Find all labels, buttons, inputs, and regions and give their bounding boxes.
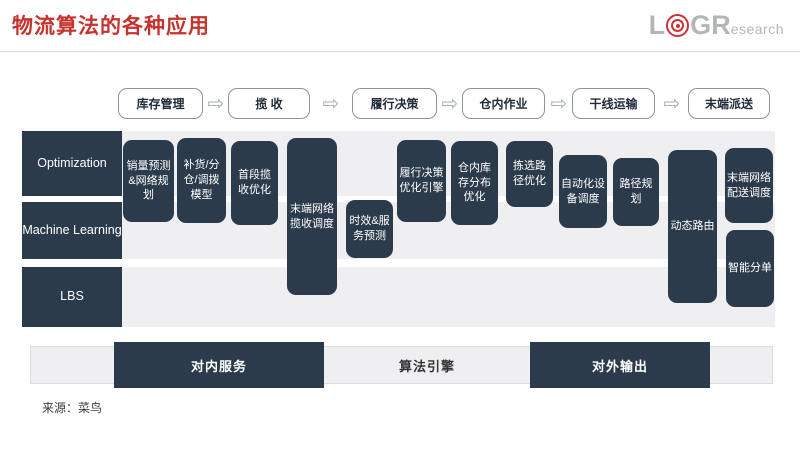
algo-box-dynamic-routing: 动态路由	[668, 150, 717, 303]
algo-box-automation-schedule: 自动化设备调度	[559, 155, 607, 228]
right-arrow-icon: ⇨	[441, 92, 459, 115]
algo-box-service-prediction: 时效&服务预测	[346, 200, 393, 258]
flow-step-fulfillment: 履行决策	[352, 88, 437, 119]
logresearch-logo: L G R esearch	[649, 12, 784, 39]
algo-box-picking-path: 拣选路径优化	[506, 141, 553, 207]
segment-algorithm-engine: 算法引擎	[398, 358, 455, 374]
segment-external-output: 对外输出	[530, 342, 710, 388]
algo-box-firstmile-pickup: 首段揽收优化	[231, 141, 278, 225]
right-arrow-icon: ⇨	[550, 92, 568, 115]
row-label-lbs: LBS	[22, 267, 122, 327]
logo-letter-l: L	[648, 10, 666, 40]
algo-box-sales-forecast: 销量预测&网络规划	[123, 140, 174, 222]
right-arrow-icon: ⇨	[207, 92, 225, 115]
flow-step-lastmile: 末端派送	[688, 88, 770, 119]
header-divider	[0, 51, 800, 52]
algo-box-fulfillment-engine: 履行决策优化引擎	[397, 140, 446, 222]
page-title: 物流算法的各种应用	[12, 15, 210, 38]
source-note: 来源：菜鸟	[42, 401, 103, 415]
logo-letter-r: R	[711, 10, 731, 40]
algo-box-replenishment: 补货/分仓/调拨模型	[177, 138, 226, 223]
right-arrow-icon: ⇨	[663, 92, 681, 115]
logo-letter-g: G	[690, 10, 712, 40]
algo-box-pickup-dispatch: 末端网络揽收调度	[287, 138, 337, 295]
band-lbs	[22, 267, 775, 327]
flow-step-linehaul: 干线运输	[572, 88, 655, 119]
segment-internal-services: 对内服务	[114, 342, 324, 388]
flow-step-inventory: 库存管理	[118, 88, 203, 119]
target-rings-dot	[675, 23, 680, 28]
logo-suffix: esearch	[730, 20, 784, 37]
algo-box-smart-order-split: 智能分单	[726, 230, 774, 307]
right-arrow-icon: ⇨	[322, 92, 340, 115]
target-rings-mid	[671, 19, 685, 32]
flow-step-pickup: 揽 收	[228, 88, 310, 119]
row-label-machine-learning: Machine Learning	[22, 202, 122, 259]
target-rings-icon	[666, 14, 690, 37]
algo-box-route-planning: 路径规划	[613, 158, 659, 226]
flow-step-warehouse: 仓内作业	[462, 88, 545, 119]
row-label-optimization: Optimization	[22, 131, 122, 196]
algo-box-inventory-layout: 仓内库存分布优化	[451, 141, 498, 225]
algo-box-delivery-dispatch: 末端网络配送调度	[725, 148, 773, 223]
